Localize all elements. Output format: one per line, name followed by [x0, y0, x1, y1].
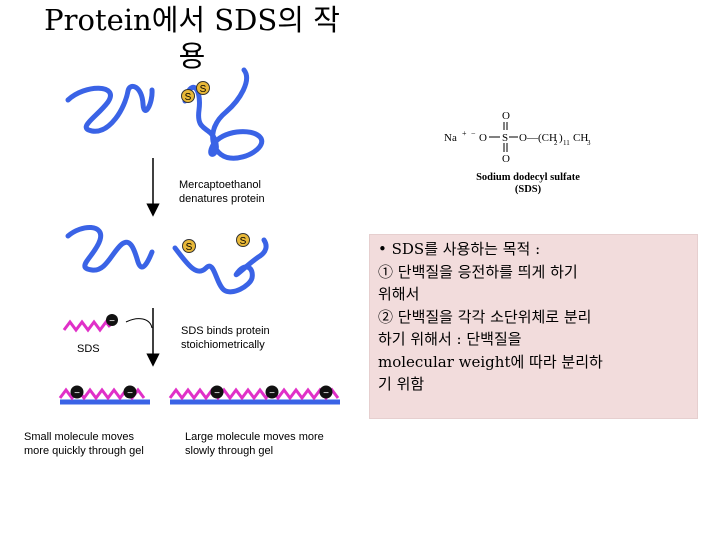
step2-label-1: SDS binds protein — [181, 325, 270, 337]
sds-purpose-box: • SDS를 사용하는 목적 : ① 단백질을 응전하를 띄게 하기 위해서 ②… — [369, 234, 698, 419]
sds-coated-large-molecule: − − − — [168, 385, 340, 405]
svg-text:O—(CH: O—(CH — [519, 132, 557, 144]
svg-text:S: S — [186, 242, 193, 253]
svg-text:CH: CH — [573, 132, 588, 144]
purpose-line-6: molecular weight에 따라 분리하 — [378, 352, 603, 371]
svg-text:O: O — [502, 153, 510, 165]
svg-text:S: S — [502, 132, 508, 144]
svg-text:−: − — [214, 388, 220, 399]
title-line-2: 용 — [178, 39, 206, 73]
slide-title: Protein에서 SDS의 작 용 — [22, 2, 362, 74]
purpose-line-2: ① 단백질을 응전하를 띄게 하기 — [378, 262, 578, 281]
svg-text:2: 2 — [554, 139, 558, 147]
step1-label-1: Mercaptoethanol — [179, 179, 261, 191]
svg-text:O: O — [502, 110, 510, 122]
purpose-line-4: ② 단백질을 각각 소단위체로 분리 — [378, 307, 592, 326]
small-caption-2: more quickly through gel — [24, 445, 144, 457]
sds-coated-small-molecule: − − — [58, 385, 150, 405]
purpose-line-3: 위해서 — [378, 285, 420, 303]
purpose-line-5: 하기 위해서 : 단백질을 — [378, 330, 522, 348]
svg-text:−: − — [109, 316, 115, 327]
svg-text:−: − — [323, 388, 329, 399]
native-protein-large — [182, 67, 265, 161]
denatured-protein-large — [172, 237, 269, 295]
svg-text:−: − — [74, 388, 80, 399]
large-caption-1: Large molecule moves more — [185, 431, 324, 443]
free-sulfhydryl-groups: S S — [182, 233, 250, 253]
svg-text:S: S — [185, 92, 192, 103]
svg-text:S: S — [200, 84, 207, 95]
title-line-1: Protein에서 SDS의 작 — [44, 3, 340, 37]
purpose-line-1: • SDS를 사용하는 목적 : — [378, 240, 541, 258]
svg-text:−: − — [471, 129, 476, 138]
svg-text:11: 11 — [563, 139, 570, 147]
svg-text:+: + — [462, 129, 467, 138]
sds-label: SDS — [77, 343, 100, 355]
sds-connector — [125, 318, 153, 329]
purpose-line-7: 기 위함 — [378, 375, 425, 393]
svg-text:S: S — [240, 236, 247, 247]
svg-text:Na: Na — [444, 132, 457, 144]
large-caption-2: slowly through gel — [185, 445, 273, 457]
svg-text:3: 3 — [587, 139, 591, 147]
disulfide-bond: S S — [181, 81, 210, 103]
svg-text:O: O — [479, 132, 487, 144]
sds-molecule: − — [62, 314, 118, 333]
denatured-protein-small — [65, 225, 155, 273]
small-caption-1: Small molecule moves — [24, 431, 135, 443]
svg-text:−: − — [127, 388, 133, 399]
native-protein-small — [65, 83, 155, 134]
step2-label-2: stoichiometrically — [181, 339, 265, 351]
svg-text:): ) — [559, 132, 563, 144]
step1-label-2: denatures protein — [179, 193, 265, 205]
sds-structural-formula: Na + − O S O O O—(CH 2 ) 11 CH 3 Sodium … — [444, 110, 591, 195]
svg-text:Sodium dodecyl sulfate: Sodium dodecyl sulfate — [476, 172, 580, 183]
svg-text:−: − — [269, 388, 275, 399]
svg-text:(SDS): (SDS) — [515, 184, 542, 195]
